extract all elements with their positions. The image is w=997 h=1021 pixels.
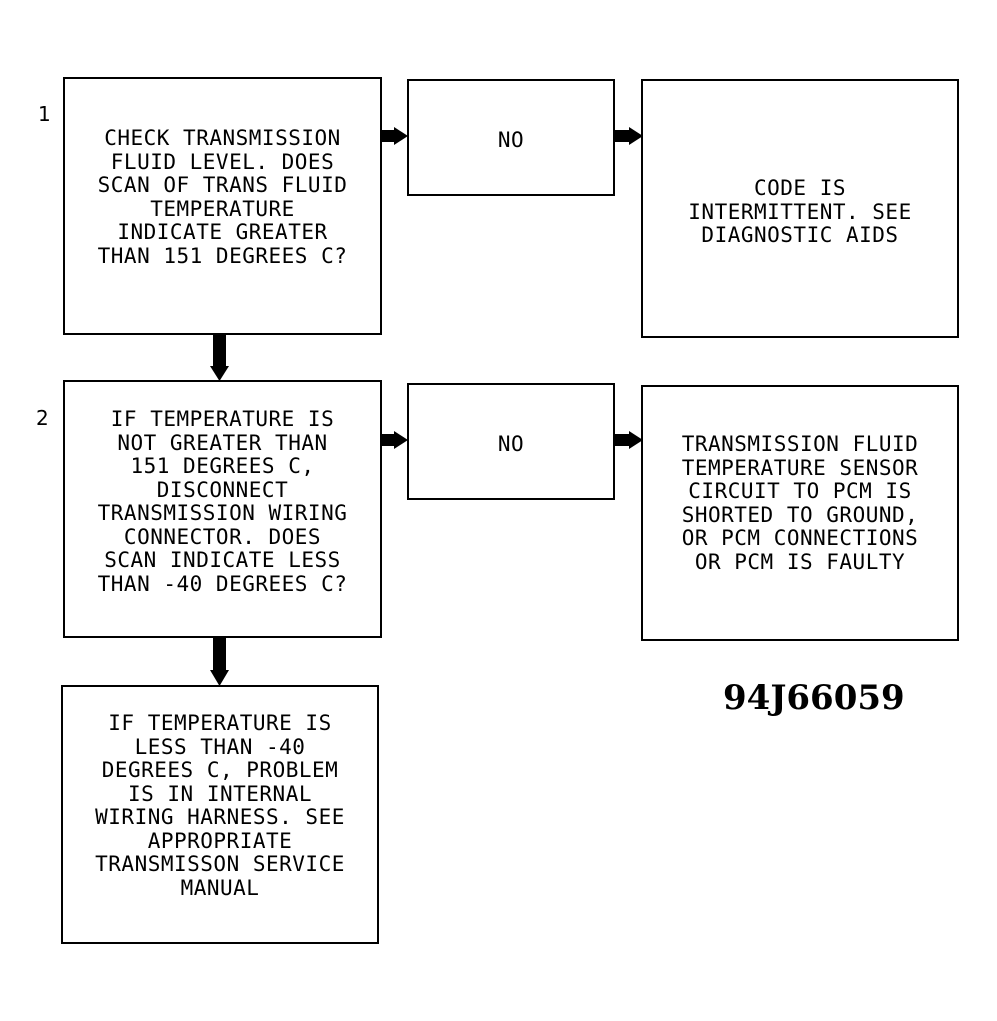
step1-no-box: NO bbox=[407, 79, 615, 196]
figure-id: 94J66059 bbox=[723, 678, 905, 718]
final-result-box: IF TEMPERATURE IS LESS THAN -40 DEGREES … bbox=[61, 685, 379, 944]
step-number-1: 1 bbox=[38, 102, 51, 126]
step1-question-text: CHECK TRANSMISSION FLUID LEVEL. DOES SCA… bbox=[97, 126, 348, 268]
step1-question-box: CHECK TRANSMISSION FLUID LEVEL. DOES SCA… bbox=[63, 77, 382, 335]
connector-no2-to-result2 bbox=[614, 431, 643, 449]
connector-step2-to-no bbox=[380, 431, 408, 449]
connector-step1-to-step2 bbox=[210, 334, 229, 381]
step2-result-box: TRANSMISSION FLUID TEMPERATURE SENSOR CI… bbox=[641, 385, 959, 641]
step2-question-text: IF TEMPERATURE IS NOT GREATER THAN 151 D… bbox=[97, 407, 348, 596]
connector-step1-to-no bbox=[380, 127, 408, 145]
step2-result-text: TRANSMISSION FLUID TEMPERATURE SENSOR CI… bbox=[681, 432, 919, 574]
connector-no1-to-result1 bbox=[614, 127, 643, 145]
step2-no-label: NO bbox=[497, 432, 525, 456]
final-result-text: IF TEMPERATURE IS LESS THAN -40 DEGREES … bbox=[95, 711, 345, 900]
step1-no-label: NO bbox=[497, 128, 525, 152]
step1-result-box: CODE IS INTERMITTENT. SEE DIAGNOSTIC AID… bbox=[641, 79, 959, 338]
step2-no-box: NO bbox=[407, 383, 615, 500]
step-number-2: 2 bbox=[36, 406, 49, 430]
step2-question-box: IF TEMPERATURE IS NOT GREATER THAN 151 D… bbox=[63, 380, 382, 638]
step1-result-text: CODE IS INTERMITTENT. SEE DIAGNOSTIC AID… bbox=[688, 176, 912, 247]
connector-step2-to-final bbox=[210, 637, 229, 686]
